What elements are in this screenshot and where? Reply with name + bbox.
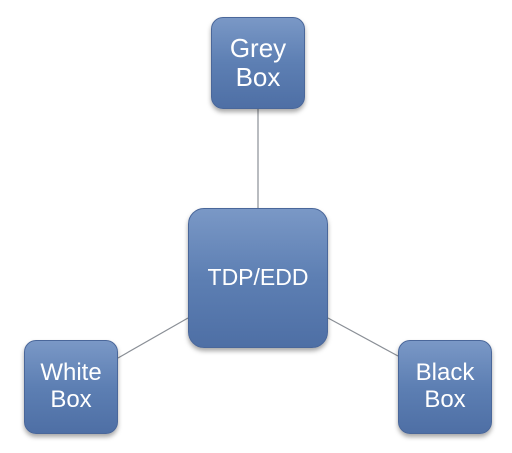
black-box-label-line1: Black bbox=[415, 359, 475, 387]
grey-box-label-line1: Grey bbox=[229, 32, 287, 63]
grey-box-label-line2: Box bbox=[235, 62, 281, 92]
connector-center-to-black-box bbox=[327, 317, 399, 357]
white-box-label-line2: Box bbox=[50, 386, 92, 413]
connector-center-to-white-box bbox=[117, 317, 189, 359]
center-node-label: TDP/EDD bbox=[207, 264, 309, 291]
black-box-label-line2: Box bbox=[424, 386, 466, 413]
white-box-label-line1: White bbox=[40, 359, 102, 387]
tdp-edd-center-node: TDP/EDD bbox=[188, 208, 328, 348]
white-box-node: White Box bbox=[24, 340, 118, 434]
grey-box-node: Grey Box bbox=[211, 17, 305, 109]
black-box-node: Black Box bbox=[398, 340, 492, 434]
